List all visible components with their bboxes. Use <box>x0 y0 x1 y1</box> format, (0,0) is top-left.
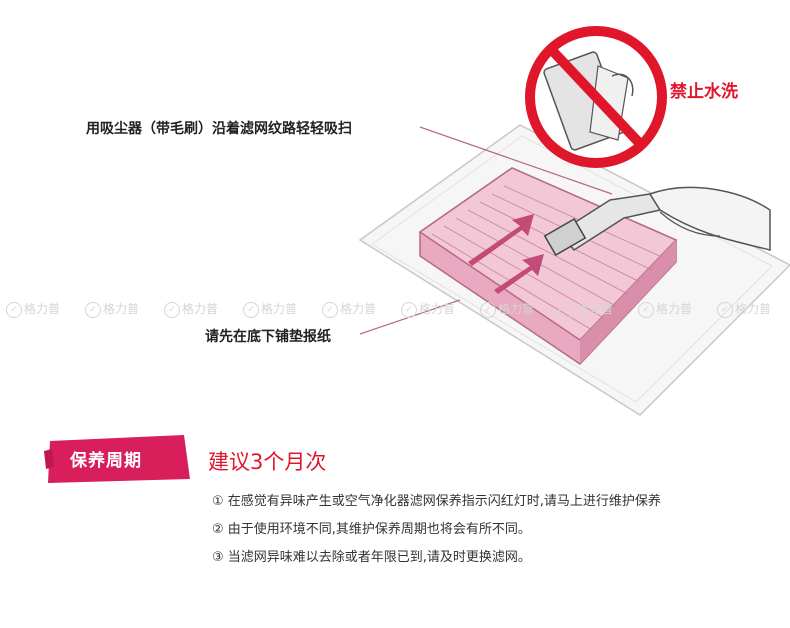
watermark: ✓格力普 <box>559 300 613 318</box>
watermark: ✓格力普 <box>401 300 455 318</box>
watermark-text: 格力普 <box>419 302 456 316</box>
watermark-logo-icon: ✓ <box>322 301 338 318</box>
maintenance-headline: 建议3个月次 <box>208 450 327 474</box>
watermark-logo-icon: ✓ <box>164 301 180 318</box>
no-water-wash-label: 禁止水洗 <box>670 82 738 102</box>
watermark-text: 格力普 <box>182 302 219 316</box>
watermark-row: ✓格力普✓格力普✓格力普✓格力普✓格力普✓格力普✓格力普✓格力普✓格力普✓格力普 <box>0 300 790 322</box>
maintenance-tip: ③ 当滤网异味难以去除或者年限已到,请及时更换滤网。 <box>212 550 531 565</box>
maintenance-badge-text: 保养周期 <box>70 451 142 471</box>
maintenance-tip: ① 在感觉有异味产生或空气净化器滤网保养指示闪红灯时,请马上进行维护保养 <box>212 494 661 509</box>
watermark-logo-icon: ✓ <box>6 301 22 318</box>
vacuum-instruction-label: 用吸尘器（带毛刷）沿着滤网纹路轻轻吸扫 <box>86 121 352 137</box>
watermark: ✓格力普 <box>480 300 534 318</box>
watermark: ✓格力普 <box>164 300 218 318</box>
watermark-text: 格力普 <box>735 302 772 316</box>
watermark: ✓格力普 <box>717 300 771 318</box>
watermark-logo-icon: ✓ <box>638 301 654 318</box>
watermark-logo-icon: ✓ <box>243 301 259 318</box>
watermark-text: 格力普 <box>498 302 535 316</box>
filter-cleaning-illustration <box>358 26 790 416</box>
vacuum-brush-icon <box>543 186 771 257</box>
watermark-text: 格力普 <box>340 302 377 316</box>
watermark: ✓格力普 <box>6 300 60 318</box>
no-water-wash-icon <box>525 26 667 168</box>
watermark-logo-icon: ✓ <box>401 301 417 318</box>
arrow-up-icon <box>494 254 544 294</box>
watermark-text: 格力普 <box>656 302 693 316</box>
maintenance-badge <box>44 435 190 483</box>
watermark-text: 格力普 <box>24 302 61 316</box>
arrow-up-icon <box>468 214 534 266</box>
watermark-logo-icon: ✓ <box>559 301 575 318</box>
maintenance-tip: ② 由于使用环境不同,其维护保养周期也将会有所不同。 <box>212 522 531 537</box>
watermark: ✓格力普 <box>85 300 139 318</box>
paper-instruction-label: 请先在底下铺垫报纸 <box>205 329 331 345</box>
watermark-logo-icon: ✓ <box>480 301 496 318</box>
watermark-text: 格力普 <box>103 302 140 316</box>
watermark-logo-icon: ✓ <box>85 301 101 318</box>
watermark-text: 格力普 <box>261 302 298 316</box>
watermark-logo-icon: ✓ <box>717 301 733 318</box>
watermark: ✓格力普 <box>322 300 376 318</box>
watermark: ✓格力普 <box>243 300 297 318</box>
watermark: ✓格力普 <box>638 300 692 318</box>
watermark-text: 格力普 <box>577 302 614 316</box>
